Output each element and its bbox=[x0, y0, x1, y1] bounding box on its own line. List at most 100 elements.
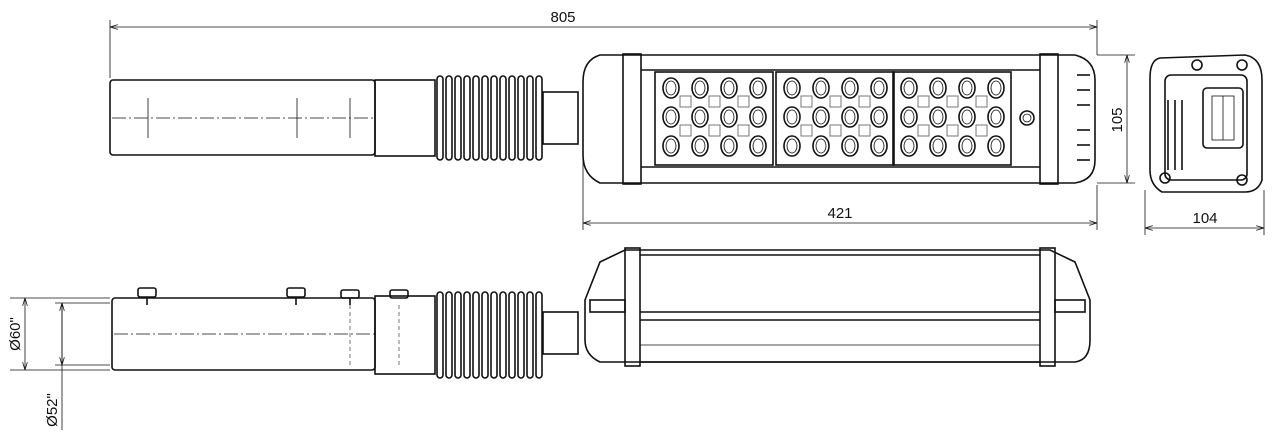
led-lens bbox=[987, 77, 1005, 99]
rib bbox=[508, 291, 516, 379]
top-view: 805 421 105 bbox=[109, 9, 1135, 230]
led-module bbox=[892, 71, 1012, 166]
led-lens bbox=[662, 135, 680, 157]
ribbed-neck-side bbox=[374, 291, 543, 379]
led-lens bbox=[749, 77, 767, 99]
led-lens bbox=[812, 135, 830, 157]
led-lens bbox=[783, 106, 801, 128]
rib bbox=[481, 75, 489, 161]
rib bbox=[517, 291, 525, 379]
rib bbox=[490, 75, 498, 161]
led-lens bbox=[749, 106, 767, 128]
led-chip bbox=[829, 95, 842, 108]
led-lens bbox=[662, 77, 680, 99]
rib bbox=[445, 75, 453, 161]
dimension-body-length: 421 bbox=[827, 205, 852, 222]
led-chip bbox=[708, 95, 721, 108]
led-lens bbox=[929, 77, 947, 99]
led-lens bbox=[987, 135, 1005, 157]
led-chip bbox=[679, 124, 692, 137]
led-lens bbox=[958, 106, 976, 128]
rib bbox=[499, 291, 507, 379]
rib bbox=[526, 291, 534, 379]
led-chip bbox=[946, 95, 959, 108]
ribbed-neck bbox=[374, 75, 543, 161]
rib bbox=[472, 75, 480, 161]
rib bbox=[454, 75, 462, 161]
led-lens bbox=[720, 106, 738, 128]
dimension-body-width: 105 bbox=[1109, 107, 1126, 132]
led-lens bbox=[958, 77, 976, 99]
rib bbox=[445, 291, 453, 379]
connector bbox=[542, 91, 579, 145]
rib bbox=[436, 291, 444, 379]
dimension-end-width: 104 bbox=[1192, 210, 1217, 227]
led-lens bbox=[783, 77, 801, 99]
led-chip bbox=[800, 95, 813, 108]
led-lens bbox=[812, 77, 830, 99]
led-modules bbox=[654, 71, 1012, 166]
led-lens bbox=[929, 135, 947, 157]
led-chip bbox=[975, 95, 988, 108]
led-lens bbox=[749, 135, 767, 157]
rib bbox=[526, 75, 534, 161]
end-view: 104 bbox=[1144, 54, 1265, 235]
led-lens bbox=[691, 106, 709, 128]
led-chip bbox=[737, 95, 750, 108]
led-module bbox=[654, 71, 774, 166]
rib bbox=[517, 75, 525, 161]
led-lens bbox=[841, 135, 859, 157]
led-chip bbox=[917, 95, 930, 108]
led-chip bbox=[800, 124, 813, 137]
led-lens bbox=[783, 135, 801, 157]
led-lens bbox=[900, 77, 918, 99]
led-lens bbox=[987, 106, 1005, 128]
rib bbox=[463, 291, 471, 379]
led-lens bbox=[720, 77, 738, 99]
led-chip bbox=[679, 95, 692, 108]
rib bbox=[472, 291, 480, 379]
led-lens bbox=[870, 135, 888, 157]
led-lens bbox=[870, 106, 888, 128]
led-lens bbox=[929, 106, 947, 128]
rib bbox=[535, 75, 543, 161]
led-chip bbox=[858, 124, 871, 137]
rib bbox=[508, 75, 516, 161]
led-lens bbox=[812, 106, 830, 128]
neck-collar bbox=[374, 295, 436, 375]
led-module bbox=[775, 71, 895, 166]
led-lens bbox=[841, 106, 859, 128]
led-chip bbox=[975, 124, 988, 137]
led-chip bbox=[708, 124, 721, 137]
led-chip bbox=[858, 95, 871, 108]
led-chip bbox=[946, 124, 959, 137]
bolts bbox=[137, 287, 409, 305]
led-lens bbox=[870, 77, 888, 99]
led-chip bbox=[917, 124, 930, 137]
luminaire-body-side bbox=[584, 249, 1091, 363]
mounting-pipe bbox=[109, 79, 376, 156]
luminaire-body bbox=[582, 54, 1096, 184]
dimension-inner-diameter: Ø52" bbox=[44, 393, 61, 427]
rib bbox=[463, 75, 471, 161]
rib bbox=[490, 291, 498, 379]
side-view: Ø60" Ø52" bbox=[7, 247, 1091, 430]
dimension-outer-diameter: Ø60" bbox=[7, 317, 24, 351]
led-lens bbox=[841, 77, 859, 99]
led-lens bbox=[720, 135, 738, 157]
led-lens bbox=[900, 106, 918, 128]
led-chip bbox=[829, 124, 842, 137]
rib bbox=[499, 75, 507, 161]
rib bbox=[481, 291, 489, 379]
rib bbox=[535, 291, 543, 379]
neck-collar bbox=[374, 79, 436, 157]
led-lens bbox=[662, 106, 680, 128]
led-lens bbox=[691, 77, 709, 99]
led-chip bbox=[737, 124, 750, 137]
screw bbox=[1019, 110, 1035, 126]
led-lens bbox=[691, 135, 709, 157]
led-lens bbox=[958, 135, 976, 157]
dimension-overall-length: 805 bbox=[550, 9, 575, 26]
led-lens bbox=[900, 135, 918, 157]
